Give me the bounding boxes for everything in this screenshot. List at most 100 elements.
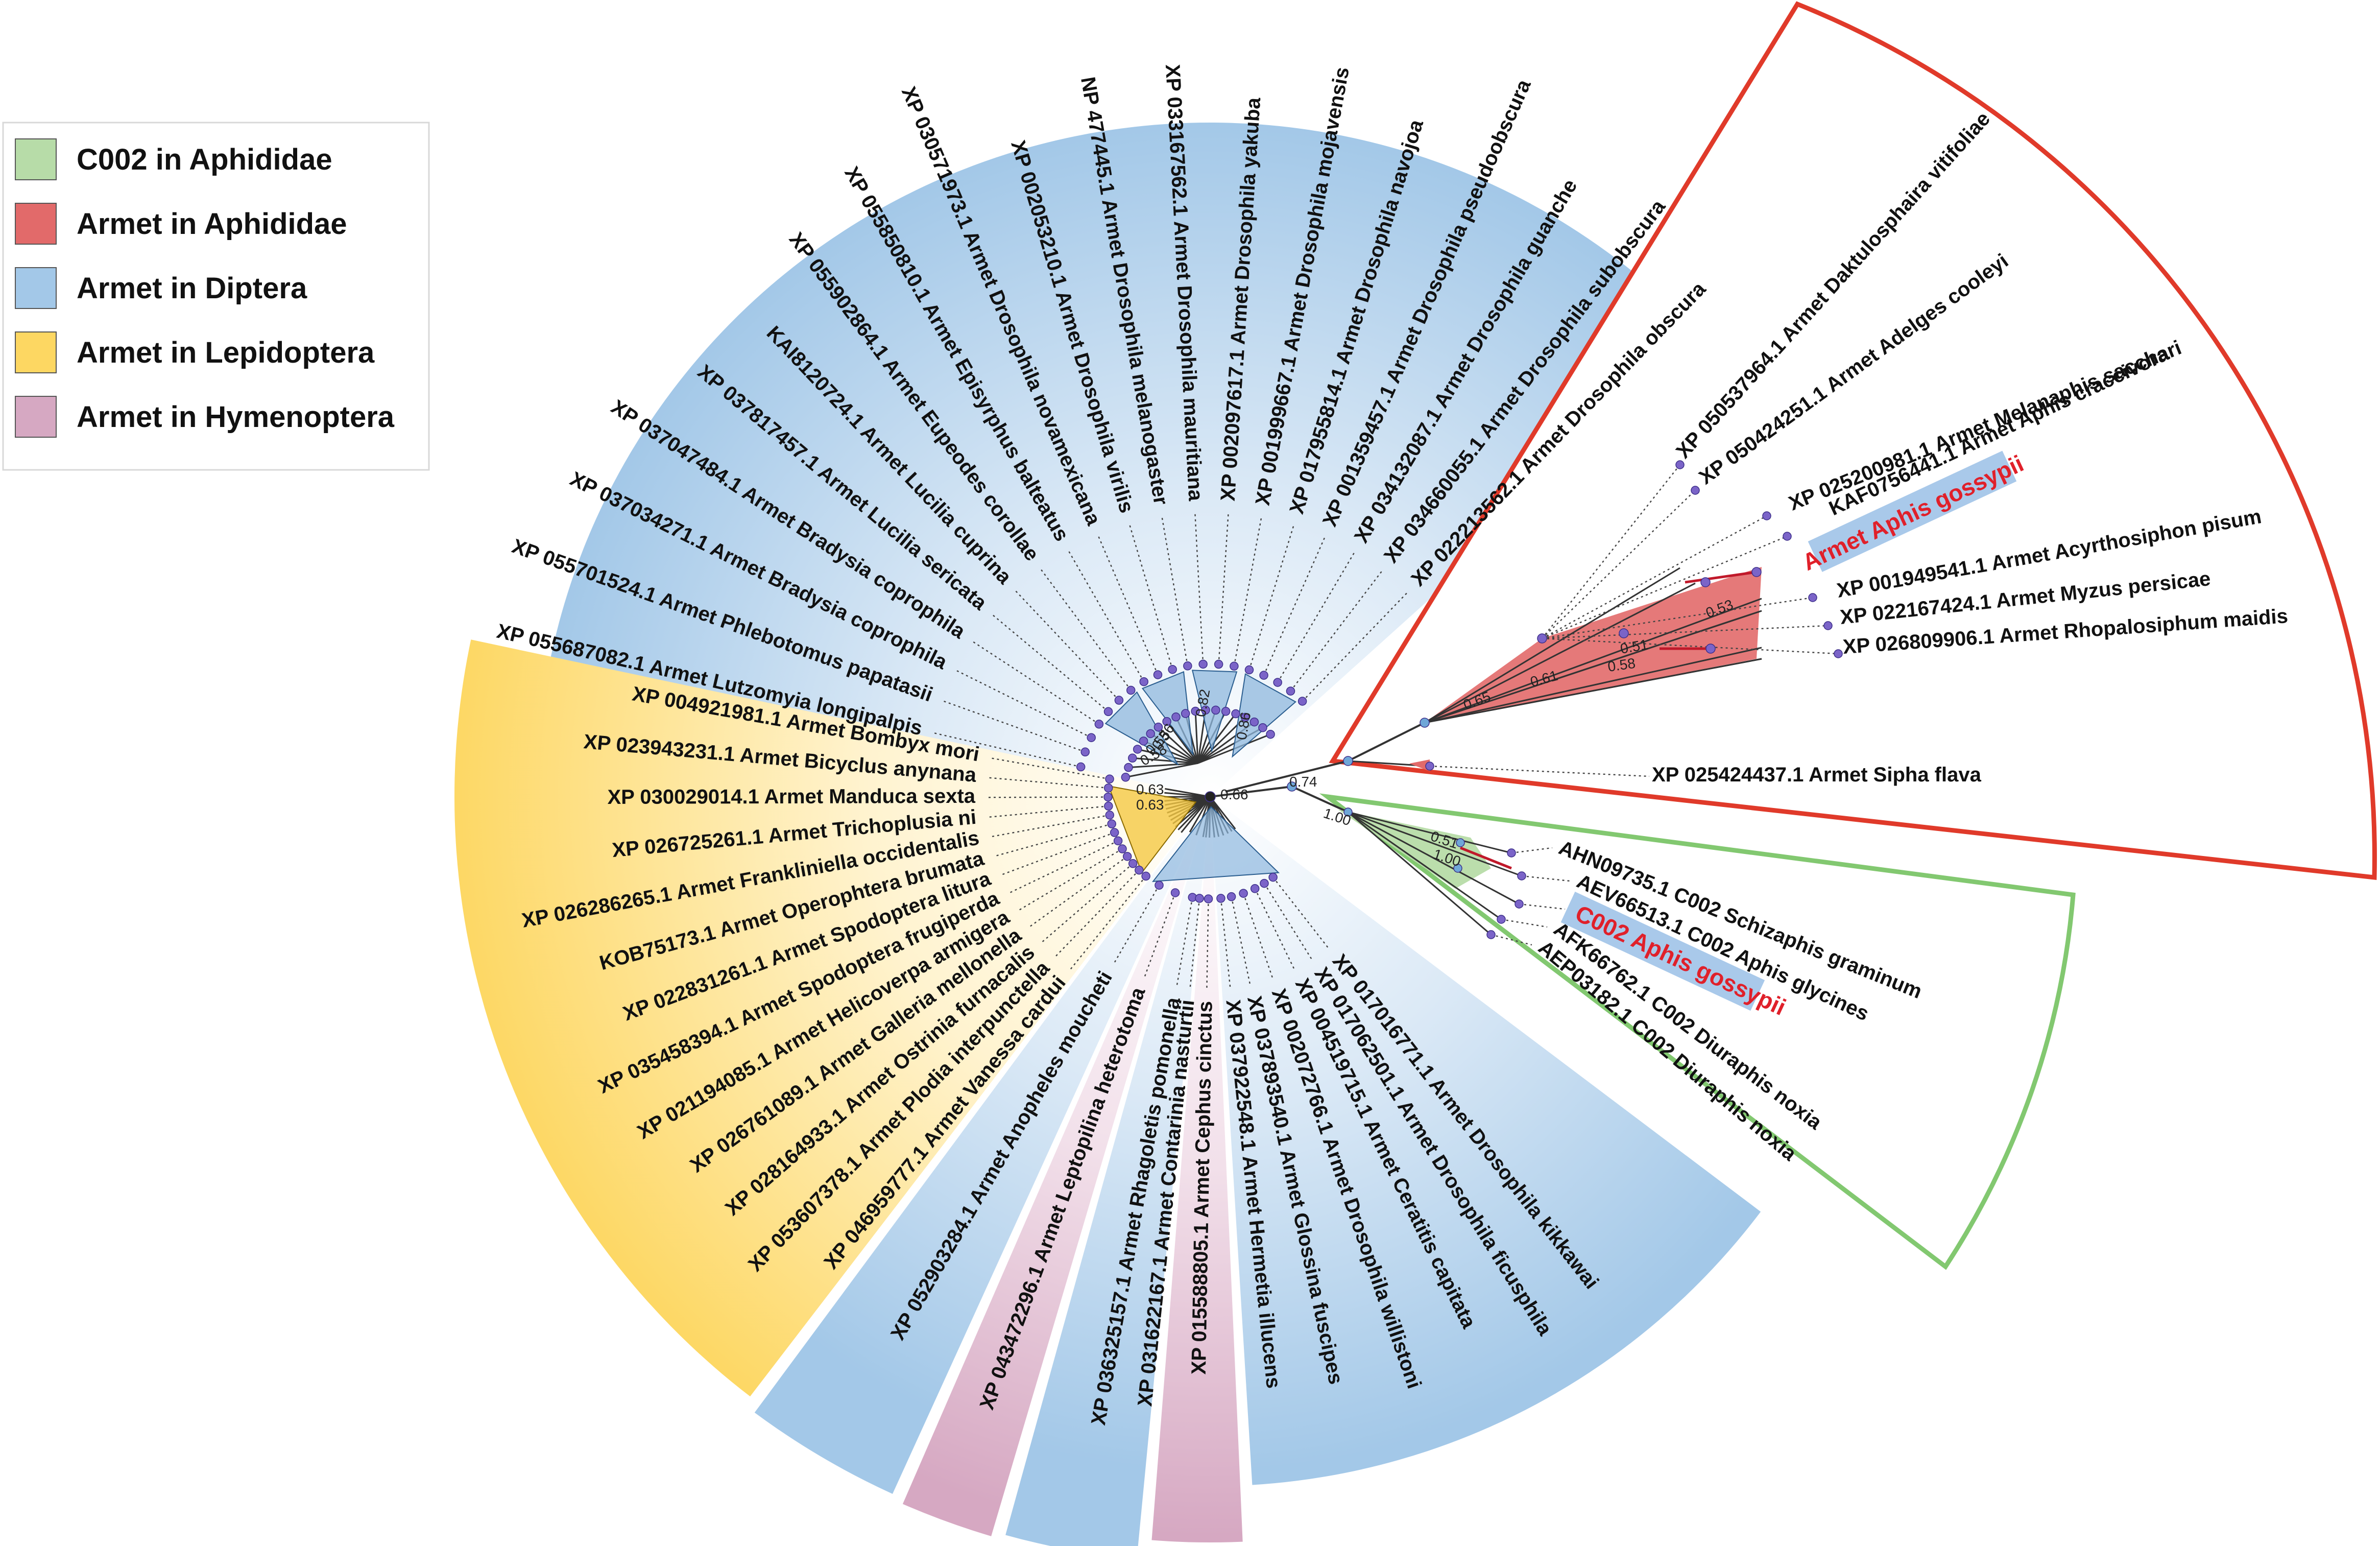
leaf-dot-bottom bbox=[1204, 894, 1213, 903]
leader-c002 bbox=[1511, 847, 1553, 854]
branch-c002 bbox=[1291, 786, 1349, 813]
leaf-dot-diptera-top bbox=[1198, 659, 1208, 669]
leader-lepidoptera bbox=[1027, 855, 1128, 929]
leaf-dot-bottom bbox=[1250, 884, 1260, 893]
node-diptera-top bbox=[1221, 707, 1231, 716]
leaf-dot-bottom bbox=[1170, 888, 1180, 897]
node-aphid bbox=[1751, 567, 1762, 577]
leaf-dot-aphid bbox=[1691, 486, 1700, 495]
leader-bottom bbox=[1206, 898, 1209, 991]
leader-lepidoptera bbox=[1068, 875, 1147, 972]
leaf-dot-aphid bbox=[1808, 593, 1817, 602]
leaf-dot-aphid bbox=[1823, 621, 1833, 630]
branch-aphid bbox=[1424, 647, 1762, 724]
branch-diptera-top bbox=[1125, 762, 1198, 778]
leader-lepidoptera bbox=[989, 757, 1110, 780]
leader-aphid bbox=[1542, 535, 1788, 639]
node-diptera-top bbox=[1171, 712, 1181, 722]
node-aphid-stem bbox=[1420, 718, 1430, 728]
leader-aphid bbox=[1542, 515, 1767, 639]
node-diptera-top bbox=[1181, 709, 1190, 718]
leaf-dot-lepidoptera bbox=[1103, 792, 1113, 802]
sipha-fill bbox=[1409, 759, 1430, 771]
node-diptera-top bbox=[1133, 745, 1142, 754]
node-aphid bbox=[1537, 633, 1547, 644]
node-c002 bbox=[1456, 838, 1465, 847]
branch-aphid bbox=[1424, 582, 1696, 724]
leaf-dot-diptera-top bbox=[1126, 685, 1136, 695]
leader-bottom bbox=[1254, 888, 1296, 972]
legend-label: Armet in Hymenoptera bbox=[77, 400, 395, 434]
node-aphid bbox=[1705, 644, 1716, 654]
sector-diptera-rhagoletis bbox=[1005, 797, 1210, 1546]
leader-c002 bbox=[1490, 934, 1532, 946]
node-diptera-top bbox=[1191, 706, 1200, 716]
leader-lepidoptera bbox=[1053, 869, 1140, 959]
leaf-dot-diptera-top bbox=[1168, 664, 1177, 674]
leaf-dot-bottom bbox=[1268, 872, 1278, 882]
leaf-dot-diptera-top bbox=[1297, 697, 1307, 706]
branch-to-aphid bbox=[1225, 760, 1349, 793]
sector-diptera-bottom bbox=[1210, 797, 1761, 1485]
branch-c002 bbox=[1348, 811, 1522, 877]
leader-bottom bbox=[1189, 898, 1200, 990]
leaf-dot-lepidoptera bbox=[1103, 783, 1113, 793]
support-value: 0.58 bbox=[1607, 655, 1637, 675]
leader-diptera-top bbox=[1067, 549, 1145, 682]
leader-bottom bbox=[1143, 892, 1176, 980]
leader-diptera-top bbox=[1039, 567, 1132, 691]
branch-diptera-top bbox=[1132, 757, 1198, 764]
leaf-dot-diptera-top bbox=[1087, 733, 1096, 742]
branch-lepidoptera bbox=[1181, 796, 1211, 833]
leader-diptera-top bbox=[1161, 514, 1189, 666]
leaf-dot-diptera-top bbox=[1153, 670, 1163, 679]
branch-c002 bbox=[1348, 811, 1502, 920]
leaf-dot-aphid bbox=[1762, 511, 1771, 520]
node-diptera-top bbox=[1124, 763, 1133, 772]
branch-aphid-red bbox=[1685, 570, 1757, 584]
leaf-dot-diptera-top bbox=[1183, 661, 1192, 671]
leader-aphid bbox=[1542, 625, 1829, 639]
c002-aphid-box bbox=[1319, 793, 2076, 1270]
branch-to-c002 bbox=[1210, 786, 1292, 798]
leader-diptera-top bbox=[1013, 588, 1120, 701]
legend-label: Armet in Diptera bbox=[77, 272, 307, 305]
leaf-dot-aphid bbox=[1834, 649, 1843, 658]
sector-hymenoptera-leptopilina bbox=[902, 797, 1210, 1536]
leaf-dot-diptera-top bbox=[1080, 747, 1090, 757]
leader-lepidoptera bbox=[986, 777, 1109, 789]
support-value: 0.63 bbox=[1136, 781, 1164, 797]
leaf-dot-diptera-top bbox=[1094, 720, 1104, 729]
sector-diptera-top bbox=[548, 123, 1711, 797]
leader-diptera-top bbox=[1097, 533, 1159, 675]
leaf-dot-lepidoptera bbox=[1122, 852, 1132, 861]
legend-label: Armet in Lepidoptera bbox=[77, 336, 375, 369]
leader-aphid bbox=[1542, 637, 1839, 655]
leaf-dot-bottom bbox=[1260, 878, 1269, 888]
node-diptera-top bbox=[1249, 717, 1259, 727]
leader-diptera-top bbox=[1218, 511, 1230, 664]
branch-bottom bbox=[1209, 796, 1236, 829]
leaf-dot-diptera-top bbox=[1139, 677, 1148, 686]
leaf-dot-diptera-top bbox=[1244, 665, 1254, 675]
node-diptera-top bbox=[1153, 722, 1163, 732]
subclade-triangle-lepidoptera bbox=[1108, 785, 1197, 874]
node-diptera-top bbox=[1139, 736, 1148, 746]
leaf-dot-lepidoptera bbox=[1113, 836, 1123, 846]
branch-diptera-top bbox=[1166, 721, 1199, 764]
node-aphid-base bbox=[1343, 756, 1353, 766]
tree-nodes bbox=[1076, 460, 1843, 939]
branch-diptera-top bbox=[1158, 726, 1199, 764]
leader-diptera-top bbox=[1233, 515, 1263, 667]
branch-diptera-top bbox=[1194, 711, 1199, 764]
leaf-dot-diptera-top bbox=[1259, 671, 1268, 680]
leader-diptera-top bbox=[1302, 590, 1409, 702]
leader-bottom bbox=[1175, 897, 1193, 988]
root-node bbox=[1205, 791, 1216, 802]
node-aphid bbox=[1619, 628, 1629, 638]
leaf-dot-diptera-top bbox=[1230, 661, 1239, 671]
leaf-dot-diptera-top bbox=[1103, 707, 1113, 717]
leader-bottom bbox=[1231, 896, 1252, 987]
